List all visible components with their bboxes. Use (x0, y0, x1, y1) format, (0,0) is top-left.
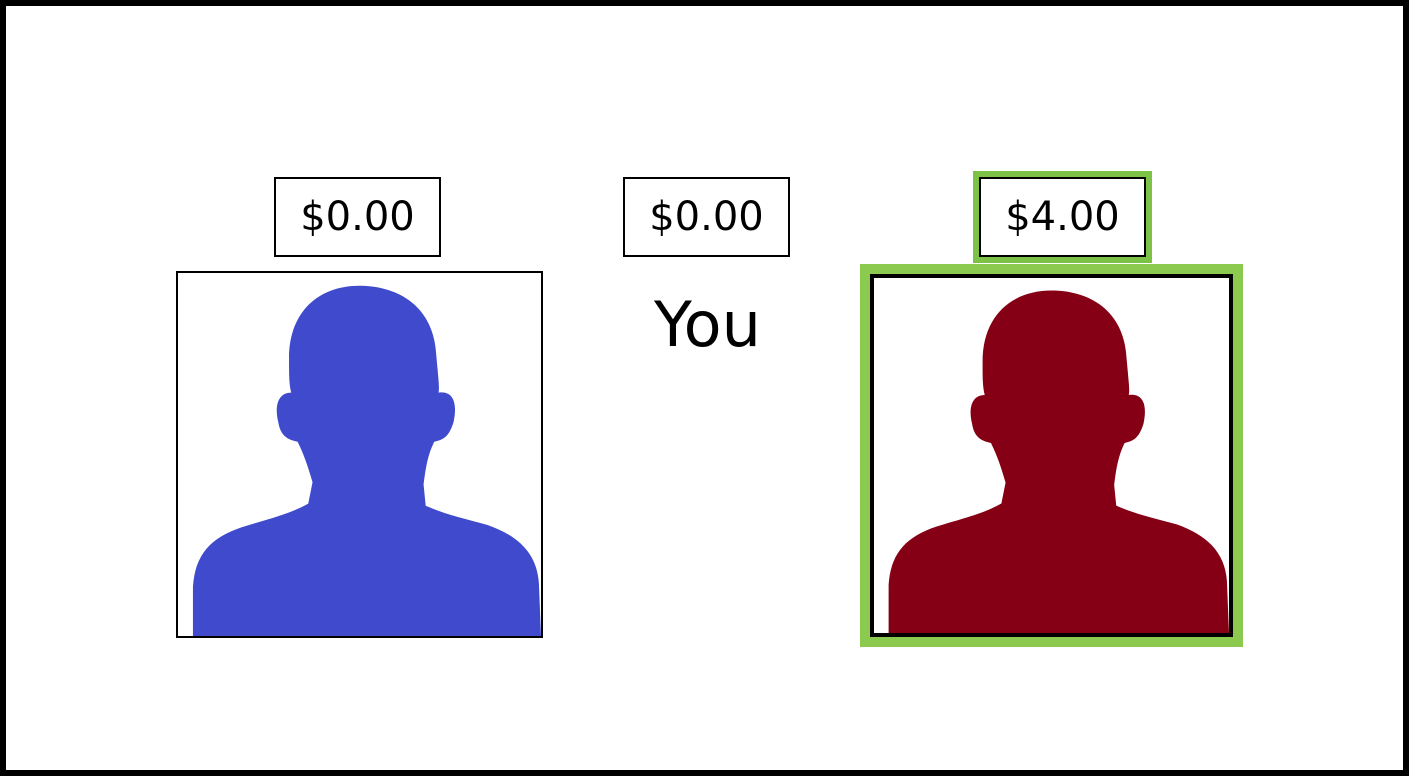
left-player-avatar[interactable] (176, 271, 543, 638)
right-player-avatar[interactable] (860, 264, 1243, 647)
left-player-amount: $0.00 (274, 177, 441, 257)
right-player-amount: $4.00 (973, 171, 1152, 263)
person-silhouette-icon (888, 290, 1229, 633)
your-amount: $0.00 (623, 177, 790, 257)
you-label: You (654, 288, 761, 361)
person-silhouette-icon (192, 285, 541, 636)
